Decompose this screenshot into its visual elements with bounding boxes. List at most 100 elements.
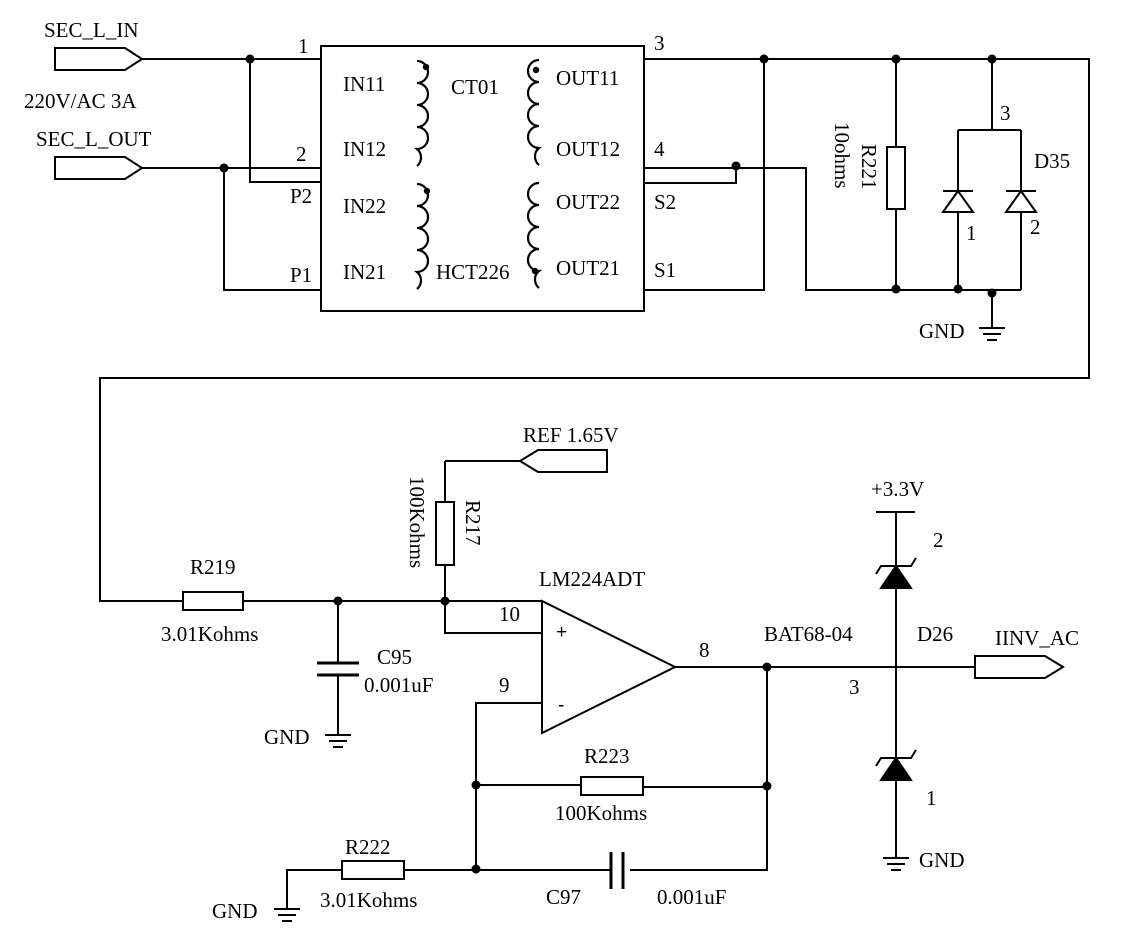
capacitor-c97: C97 0.001uF xyxy=(546,852,726,909)
polarity-dot xyxy=(531,267,539,275)
port-label-ref: REF 1.65V xyxy=(523,423,619,447)
junction-dot xyxy=(987,54,997,64)
r223-value: 100Kohms xyxy=(555,801,647,825)
opamp-triangle xyxy=(541,599,678,735)
pin-label-s1: S1 xyxy=(654,258,676,282)
resistor-r221: R221 10ohms xyxy=(830,54,906,294)
pin-label-in11: IN11 xyxy=(343,72,385,96)
wire xyxy=(286,869,476,909)
ground-top: GND xyxy=(919,290,1005,343)
feedback-network xyxy=(471,662,975,874)
d26-pin2: 2 xyxy=(933,528,944,552)
ground-symbol xyxy=(274,908,300,922)
opamp-pin-8: 8 xyxy=(699,638,710,662)
zener-diode-upper xyxy=(879,564,913,589)
r222-value: 3.01Kohms xyxy=(320,888,417,912)
resistor-r219: R219 3.01Kohms xyxy=(161,555,542,646)
wire xyxy=(644,167,1021,291)
zener-diode-lower xyxy=(879,756,913,781)
junction-dot xyxy=(245,54,255,64)
opamp-minus-sign: - xyxy=(558,695,564,716)
opamp-pin-10: 10 xyxy=(499,602,520,626)
secondary-wiring xyxy=(99,54,1090,602)
gnd-label: GND xyxy=(919,319,965,343)
r221-ref: R221 xyxy=(857,144,881,190)
resistor-r222: R222 3.01Kohms GND xyxy=(212,835,476,923)
r221-value: 10ohms xyxy=(830,122,854,189)
wire xyxy=(644,168,737,184)
pin-label-s2: S2 xyxy=(654,190,676,214)
d26-pin1: 1 xyxy=(926,786,937,810)
pin-number-4: 4 xyxy=(654,137,665,161)
r217-ref: R217 xyxy=(461,500,485,546)
junction-dot xyxy=(440,596,450,606)
current-transformer: IN11 IN12 IN22 IN21 OUT11 OUT12 OUT22 OU… xyxy=(290,31,676,312)
gnd-label: GND xyxy=(212,899,258,923)
d35-ref: D35 xyxy=(1034,149,1070,173)
junction-dot xyxy=(762,781,772,791)
junction-dot xyxy=(762,662,772,672)
wire xyxy=(957,59,1022,290)
junction-dot xyxy=(731,161,741,171)
r222-ref: R222 xyxy=(345,835,391,859)
zener-bar-upper xyxy=(875,557,917,575)
d26-part: BAT68-04 xyxy=(764,622,853,646)
diode-triangle xyxy=(941,189,975,213)
resistor-r223: R223 100Kohms xyxy=(555,744,647,825)
d35-pin3: 3 xyxy=(1000,101,1011,125)
wire xyxy=(223,168,321,291)
junction-dot xyxy=(953,284,963,294)
c97-ref: C97 xyxy=(546,885,581,909)
c95-ref: C95 xyxy=(377,645,412,669)
diode-d35: 3 D35 1 2 xyxy=(941,54,1070,298)
gnd-label: GND xyxy=(919,848,965,872)
input-ports: SEC_L_IN 220V/AC 3A SEC_L_OUT xyxy=(24,18,152,180)
opamp-plus-sign: + xyxy=(556,622,567,643)
opamp-lm224adt: + - LM224ADT 10 9 8 xyxy=(499,567,710,735)
wire xyxy=(876,511,915,858)
part-name-hct226: HCT226 xyxy=(436,260,510,284)
r217-value: 100Kohms xyxy=(405,476,429,568)
signal-wire xyxy=(99,58,1090,602)
c97-value: 0.001uF xyxy=(657,885,726,909)
pin-label-out21: OUT21 xyxy=(556,256,620,280)
transformer-body xyxy=(320,45,645,312)
pin-label-out11: OUT11 xyxy=(556,66,619,90)
junction-dot xyxy=(891,54,901,64)
junction-dot xyxy=(471,780,481,790)
d26-ref: D26 xyxy=(917,622,953,646)
wire xyxy=(475,702,542,870)
wire xyxy=(249,59,321,183)
wire xyxy=(444,460,542,634)
pin-label-p1: P1 xyxy=(290,263,312,287)
pin-number-2: 2 xyxy=(296,142,307,166)
d35-pin1: 1 xyxy=(966,221,977,245)
d35-pin2: 2 xyxy=(1030,215,1041,239)
opamp-ref: LM224ADT xyxy=(539,567,645,591)
resistor-body xyxy=(580,776,644,796)
port-label-sec-l-in: SEC_L_IN xyxy=(44,18,139,42)
c95-value: 0.001uF xyxy=(364,673,433,697)
pin-label-in12: IN12 xyxy=(343,137,386,161)
pin-label-in22: IN22 xyxy=(343,194,386,218)
wire xyxy=(644,59,765,291)
port-sec-l-in xyxy=(54,47,144,71)
pin-number-1: 1 xyxy=(298,34,309,58)
port-ref xyxy=(518,449,608,473)
junction-dot xyxy=(333,596,343,606)
polarity-dot xyxy=(532,66,540,74)
resistor-body xyxy=(886,146,906,210)
diode-triangle xyxy=(1004,189,1038,213)
d26-pin3: 3 xyxy=(849,675,860,699)
secondary-winding-ct01 xyxy=(526,58,543,166)
port-sec-l-out xyxy=(54,156,144,180)
r219-ref: R219 xyxy=(190,555,236,579)
ground-symbol xyxy=(979,290,1005,341)
primary-winding-hct226 xyxy=(413,182,430,290)
part-name-ct01: CT01 xyxy=(451,75,499,99)
wire xyxy=(476,667,768,871)
pin-label-out12: OUT12 xyxy=(556,137,620,161)
diode-d26: +3.3V 2 BAT68-04 D26 3 1 GND xyxy=(764,477,965,872)
port-label-iinv-ac: IINV_AC xyxy=(995,626,1079,650)
